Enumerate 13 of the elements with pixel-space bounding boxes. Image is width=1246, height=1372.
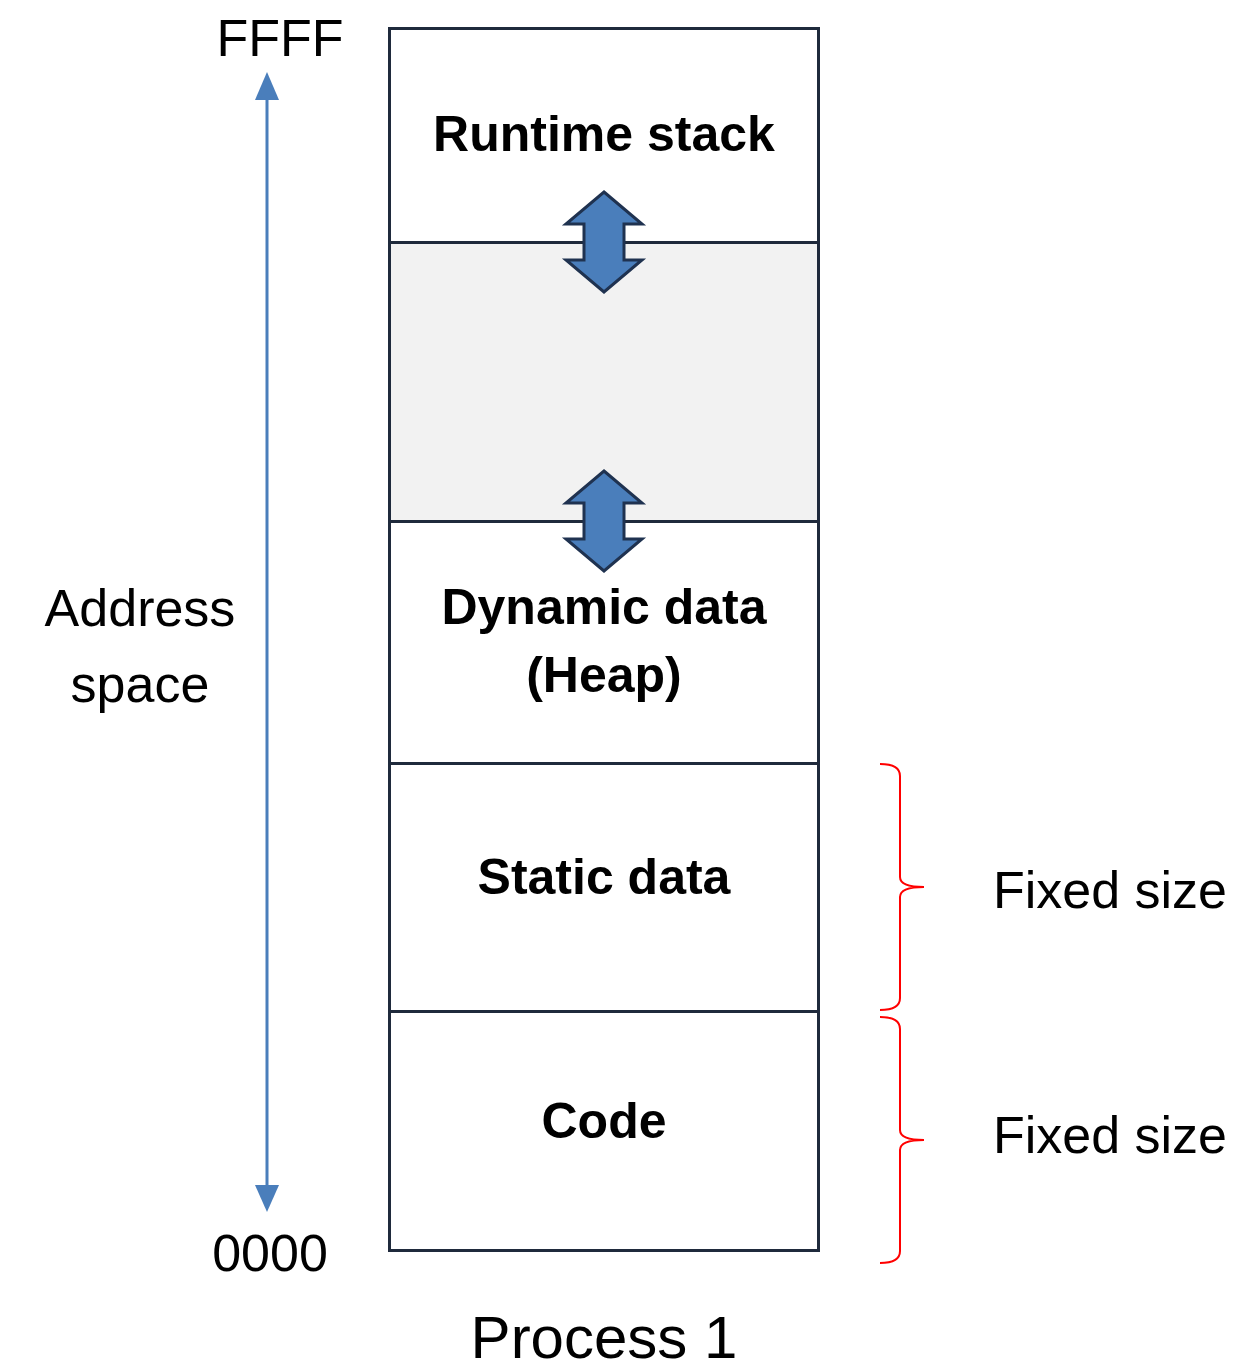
segment-label: Code: [541, 1091, 667, 1151]
axis-label: 0000: [211, 1223, 329, 1284]
axis-label: Fixed size: [991, 860, 1229, 921]
caption: Process 1: [469, 1304, 739, 1372]
segment-label: Runtime stack: [433, 104, 775, 164]
axis-label: Address space: [43, 578, 237, 715]
memory-segment: [388, 26, 820, 244]
segment-label: Dynamic data (Heap): [440, 577, 768, 705]
block-arrow: [561, 190, 647, 294]
block-arrow: [561, 469, 647, 573]
axis-label: FFFF: [215, 8, 345, 69]
segment-label: Static data: [477, 848, 731, 907]
axis-label: Fixed size: [991, 1105, 1229, 1166]
